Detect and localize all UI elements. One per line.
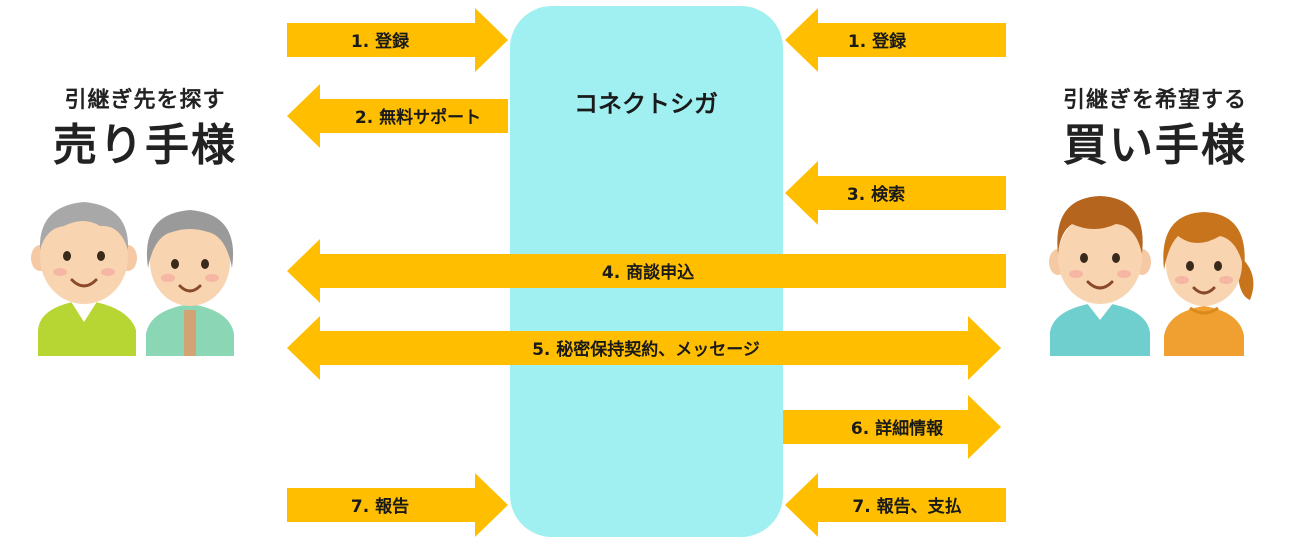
buyer-illustration xyxy=(1049,196,1254,356)
arrow-step-1-buyer xyxy=(785,8,1006,72)
elderly-woman-icon xyxy=(146,210,234,356)
seller-heading: 引継ぎ先を探す 売り手様 xyxy=(20,88,270,172)
young-woman-icon xyxy=(1163,212,1254,356)
arrow-step-4 xyxy=(287,239,1006,303)
arrow-step-6 xyxy=(783,395,1001,459)
seller-illustration xyxy=(31,202,234,356)
elderly-man-icon xyxy=(31,202,137,356)
seller-title: 売り手様 xyxy=(53,120,237,171)
buyer-heading: 引継ぎを希望する 買い手様 xyxy=(1030,88,1280,172)
arrow-step-7-buyer xyxy=(785,473,1006,537)
seller-subtitle: 引継ぎ先を探す xyxy=(64,88,226,113)
platform-label: コネクトシガ xyxy=(574,90,718,118)
arrow-step-7-seller xyxy=(287,473,508,537)
arrow-step-1-seller xyxy=(287,8,508,72)
arrow-step-5 xyxy=(287,316,1001,380)
arrow-step-2 xyxy=(287,84,508,148)
label-step-5: 5. 秘密保持契約、メッセージ xyxy=(532,339,760,360)
label-step-7-seller: 7. 報告 xyxy=(351,496,409,517)
label-step-4: 4. 商談申込 xyxy=(602,262,694,283)
arrow-step-3 xyxy=(785,161,1006,225)
label-step-6: 6. 詳細情報 xyxy=(851,418,944,439)
label-step-7-buyer: 7. 報告、支払 xyxy=(852,496,961,517)
label-step-1-seller: 1. 登録 xyxy=(351,31,410,52)
buyer-title: 買い手様 xyxy=(1063,120,1247,171)
young-man-icon xyxy=(1049,196,1151,356)
label-step-2: 2. 無料サポート xyxy=(355,107,481,128)
label-step-3: 3. 検索 xyxy=(847,184,905,205)
label-step-1-buyer: 1. 登録 xyxy=(848,31,907,52)
buyer-subtitle: 引継ぎを希望する xyxy=(1062,88,1247,113)
